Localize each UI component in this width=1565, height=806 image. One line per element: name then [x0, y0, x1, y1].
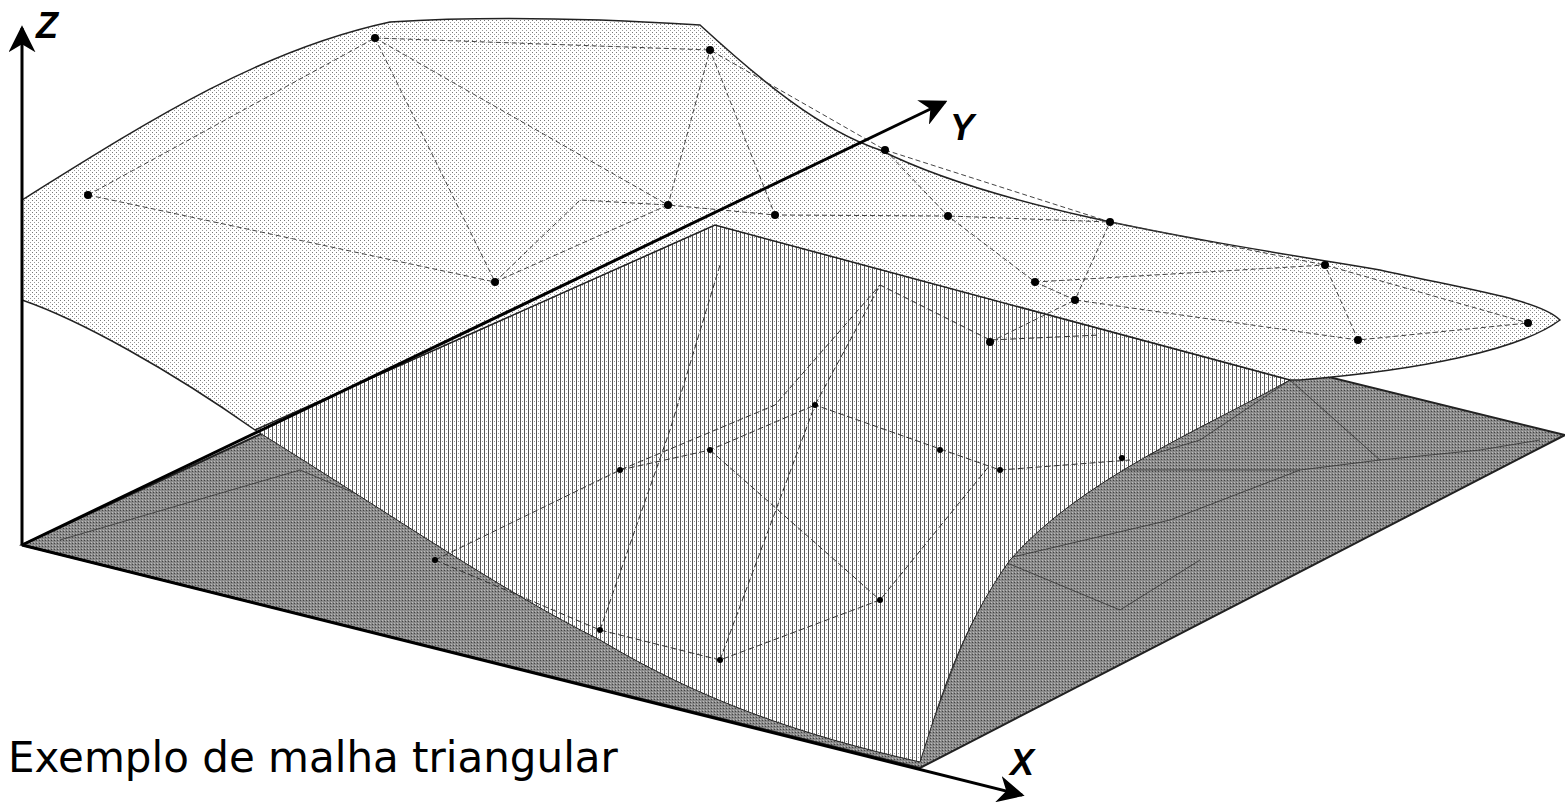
axis-label: Z: [36, 8, 58, 44]
axis-label: X: [1010, 745, 1034, 781]
axis-label: Y: [950, 110, 974, 146]
caption: Exemplo de malha triangular: [4, 735, 622, 781]
